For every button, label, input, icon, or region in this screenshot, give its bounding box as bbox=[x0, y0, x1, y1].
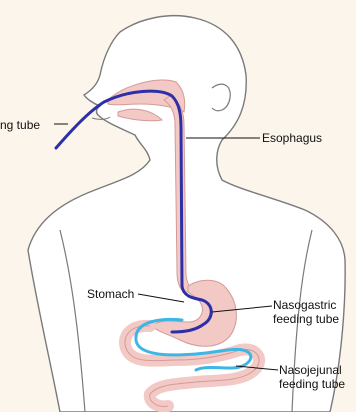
nasogastric-label-line2: feeding tube bbox=[273, 312, 353, 326]
body-silhouette bbox=[28, 16, 345, 412]
nasogastric-feeding-tube-label: Nasogastric feeding tube bbox=[273, 298, 353, 326]
nasojejunal-label-line1: Nasojejunal bbox=[279, 363, 356, 377]
feeding-tube-label: ng tube bbox=[0, 118, 40, 132]
nasojejunal-label-line2: feeding tube bbox=[279, 377, 356, 391]
esophagus-label: Esophagus bbox=[262, 131, 322, 145]
nasogastric-label-line1: Nasogastric bbox=[273, 298, 353, 312]
stomach-label: Stomach bbox=[87, 287, 134, 301]
nasojejunal-feeding-tube-label: Nasojejunal feeding tube bbox=[279, 363, 356, 391]
